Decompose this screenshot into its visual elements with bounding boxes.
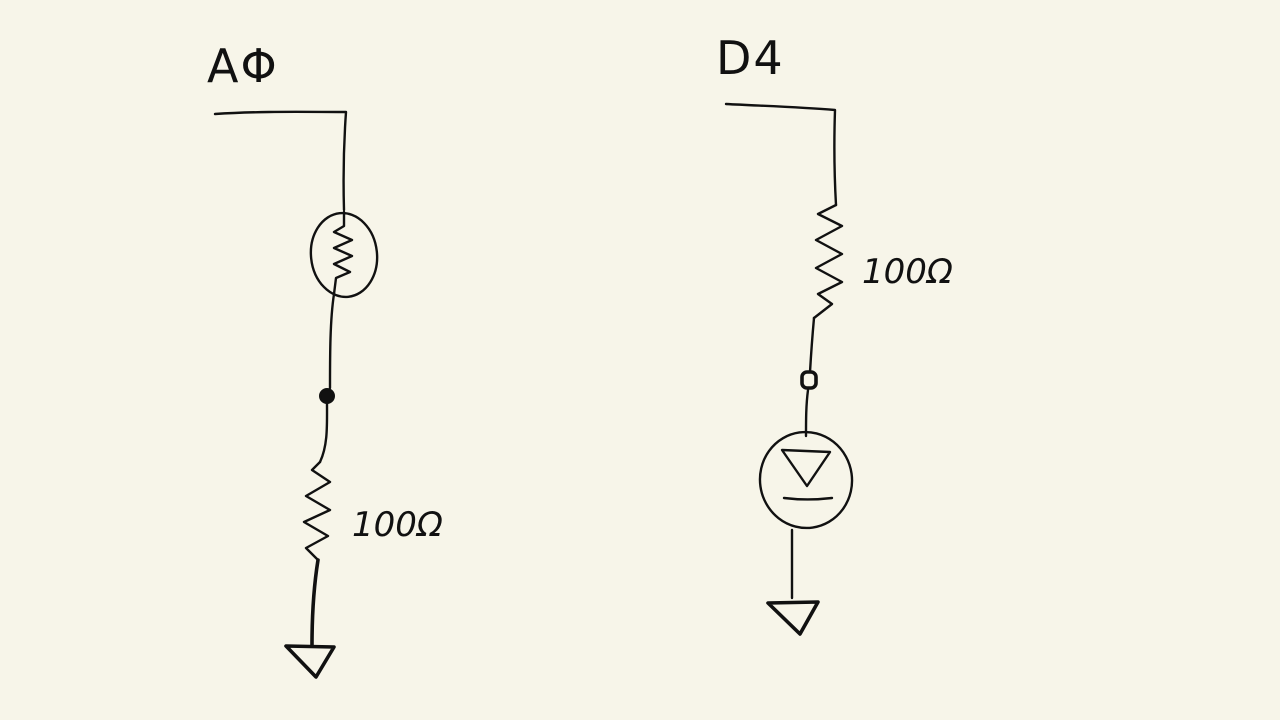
wire-a0-to-ground (310, 558, 320, 647)
circuit-d4: D4 100Ω (716, 31, 953, 636)
wire-a0-input (213, 110, 348, 212)
photoresistor-zigzag (332, 210, 354, 296)
resistor-value-label-d4: 100Ω (862, 252, 953, 292)
wire-d4-input (724, 102, 838, 207)
wire-a0-node-to-resistor (318, 401, 329, 464)
resistor-icon-a0 (302, 460, 332, 562)
led-diode-icon (758, 430, 854, 530)
circuit-a0: AΦ 100Ω (207, 39, 443, 679)
led-body (758, 430, 854, 530)
ground-icon-d4 (766, 600, 820, 636)
photoresistor-body (309, 211, 379, 299)
wire-d4-resistor-to-node (808, 316, 816, 374)
led-bar (782, 496, 834, 501)
wire-a0-photo-to-node (328, 292, 336, 390)
ground-icon-a0 (284, 644, 336, 679)
photoresistor-icon (309, 210, 379, 299)
resistor-zigzag-a0 (302, 460, 332, 562)
led-triangle (780, 448, 832, 488)
resistor-icon-d4 (812, 203, 844, 320)
pin-label-a0: AΦ (207, 39, 279, 93)
wire-d4-node-to-led (804, 388, 810, 438)
junction-node-d4 (800, 370, 818, 390)
pin-label-d4: D4 (716, 31, 785, 85)
ground-triangle-a0 (284, 644, 336, 679)
resistor-zigzag-d4 (812, 203, 844, 320)
junction-node-a0 (319, 388, 335, 404)
ground-triangle-d4 (766, 600, 820, 636)
resistor-value-label-a0: 100Ω (352, 505, 443, 545)
